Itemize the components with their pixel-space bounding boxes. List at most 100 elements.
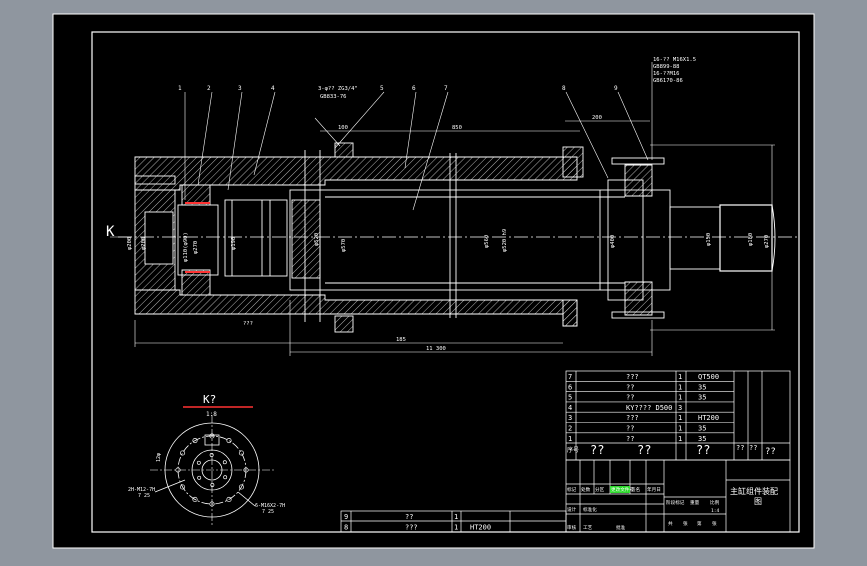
- flange-ring-right: [607, 179, 644, 301]
- parts-header-weight-2: ??: [749, 444, 757, 452]
- view-label-k: K: [106, 224, 115, 240]
- title-block-cell: 批准: [616, 524, 626, 531]
- parts-header-weight-1: ??: [736, 444, 744, 452]
- title-block-cell: 设计: [567, 506, 577, 513]
- leader-7: [412, 91, 449, 211]
- parts-cell-qty: 1: [678, 383, 682, 391]
- balloon-1: 1: [178, 85, 182, 92]
- parts-header-note: ??: [765, 447, 776, 457]
- title-block-frame: [565, 459, 791, 533]
- balloon-2: 2: [207, 85, 211, 92]
- rod-end-arc: [771, 204, 776, 272]
- center-dim-2: φ570: [341, 239, 347, 252]
- lower-cell-name: ???: [405, 524, 418, 532]
- title-block-cell: 第: [697, 520, 702, 527]
- parts-cell-material: QT500: [698, 373, 719, 381]
- bolt-hole: [238, 484, 244, 490]
- title-block-cell: 张: [683, 520, 688, 527]
- right-bore-dim: φ270: [764, 235, 770, 248]
- center-dim-4: φ400: [610, 235, 616, 248]
- title-block-cells: 标记处数分区更改文件号签名年月日设计标准化审核工艺阶段标记重量比例共张第张1:4…: [567, 486, 720, 531]
- flange-left-top: [334, 142, 354, 158]
- bolt-hole: [209, 501, 215, 507]
- parts-cell-qty: 1: [678, 425, 682, 433]
- leader-8: [565, 91, 609, 179]
- view-k-spec-right-2: 7 25: [262, 509, 274, 515]
- leader-4: [253, 91, 276, 176]
- inner-hole: [196, 460, 201, 465]
- parts-cell-no: 3: [568, 414, 572, 422]
- spec-right-4: GB6170-86: [653, 78, 683, 84]
- title-block: [565, 459, 791, 533]
- balloon-labels: 1 2 3 4 5 6 7 8 9: [178, 85, 618, 92]
- parts-cell-name: ???: [626, 373, 639, 381]
- parts-cell-qty: 1: [678, 414, 682, 422]
- parts-cell-qty: 1: [678, 373, 682, 381]
- flange-right-bottom: [562, 299, 578, 327]
- dim-185: 185: [396, 337, 406, 343]
- end-cap-bore: [144, 211, 174, 265]
- dim-850: 850: [452, 125, 462, 131]
- tb-highlight: [610, 486, 630, 493]
- bolt-hole: [192, 496, 198, 502]
- parts-cell-no: 1: [568, 435, 572, 443]
- title-block-cell: 共: [668, 520, 673, 527]
- title-block-text: 主缸组件装配 图: [730, 486, 778, 506]
- view-k-spec-right-1: 6-M16X2-7H: [255, 503, 285, 509]
- left-dim-3: φ270: [193, 241, 199, 254]
- title-block-cell: 工艺: [583, 525, 593, 531]
- view-k-leader-left: [154, 479, 186, 493]
- parts-header-name: ??: [590, 443, 604, 457]
- inner-hole: [223, 475, 228, 480]
- title-block-cell: 阶段标记: [666, 499, 685, 506]
- parts-cell-material: 35: [698, 383, 706, 391]
- annotation-text: 3-φ?? ZG3/4" GB833-76 16-?? M16X1.5 GB89…: [127, 57, 770, 352]
- piston-head: [224, 199, 288, 277]
- leader-6: [404, 91, 417, 169]
- lower-cell-name: ??: [405, 513, 413, 521]
- leader-bolt: [314, 117, 341, 147]
- parts-cell-name: ??: [626, 383, 634, 391]
- bolt-hole: [192, 438, 198, 444]
- title-block-cell: 比例: [710, 499, 720, 506]
- view-k-holes: [175, 433, 249, 507]
- title-block-cell: 审核: [567, 524, 577, 531]
- parts-cell-qty: 3: [678, 404, 682, 412]
- left-dim-2: φ110(φ90): [183, 232, 189, 262]
- view-k-leader-right: [237, 491, 256, 507]
- piston-seal-block: [291, 199, 321, 279]
- parts-cell-material: 35: [698, 435, 706, 443]
- lower-cell-material: HT200: [470, 524, 491, 532]
- balloon-4: 4: [271, 85, 275, 92]
- title-block-cell: 处数: [581, 486, 591, 493]
- title-block-cell: 张: [712, 520, 717, 527]
- bolt-hole: [226, 496, 232, 502]
- dimension-lines: [110, 62, 775, 356]
- flange-left-bottom: [334, 315, 354, 333]
- left-dim-4: φ190: [231, 237, 237, 250]
- view-k-spec-left-1: 2H-M12-7H: [128, 487, 155, 493]
- right-shaft-dim-b: φ150: [706, 233, 712, 246]
- dim-1300: 11 300: [426, 346, 446, 352]
- flange-right-top: [562, 146, 584, 178]
- parts-header-qty: ??: [637, 443, 651, 457]
- leader-9: [617, 91, 649, 161]
- right-shaft-dim: φ180: [748, 233, 754, 246]
- parts-header-no: 序号: [567, 446, 579, 454]
- center-dim-3: φ520 h9: [502, 229, 508, 252]
- parts-cell-no: 6: [568, 383, 572, 391]
- leader-5: [334, 91, 385, 149]
- gland-bolt-top: [611, 157, 665, 165]
- title-block-cell: 标准化: [583, 506, 597, 513]
- spec-right-3: 16-??M16: [653, 71, 680, 77]
- cylinder-section-view: [118, 142, 800, 333]
- view-k: [150, 406, 275, 525]
- parts-cell-no: 4: [568, 404, 572, 412]
- bolt-hole: [180, 450, 186, 456]
- parts-cell-name: ??: [626, 435, 634, 443]
- parts-table-header: 序号 ?? ?? ?? ?? ?? ??: [567, 443, 776, 457]
- parts-cell-material: HT200: [698, 414, 719, 422]
- gland-bolt-bottom: [611, 311, 665, 319]
